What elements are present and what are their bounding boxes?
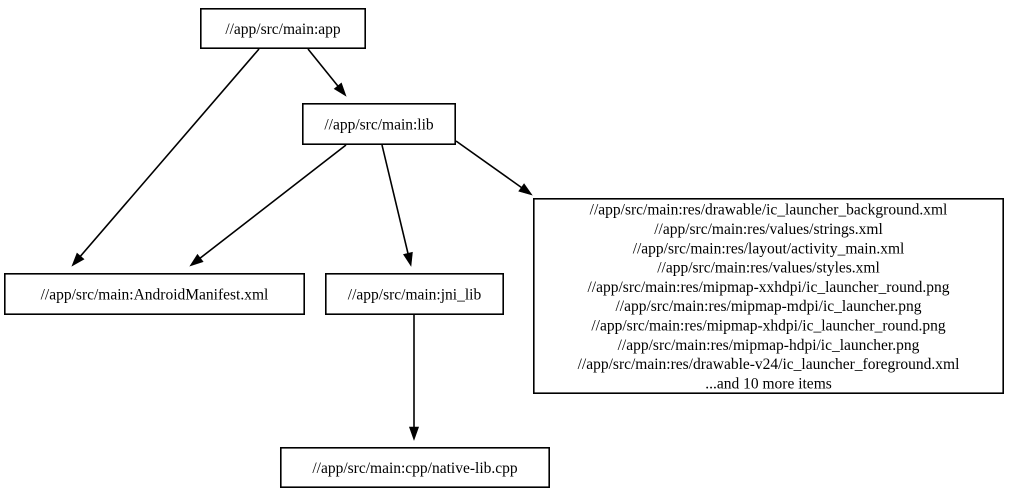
node-lib[interactable]: //app/src/main:lib xyxy=(301,103,456,146)
node-lib-label-line-0: //app/src/main:lib xyxy=(324,117,434,134)
node-app-label-line-0: //app/src/main:app xyxy=(225,21,341,38)
edge-lib-to-res-group-line xyxy=(455,140,524,190)
edge-app-to-android-manifest-arrowhead-icon xyxy=(71,252,85,267)
edge-lib-to-res-group-arrowhead-icon xyxy=(518,183,533,196)
edge-app-to-lib-line xyxy=(307,48,340,88)
node-native-lib-cpp[interactable]: //app/src/main:cpp/native-lib.cpp xyxy=(279,446,550,488)
edge-lib-to-android-manifest xyxy=(189,144,347,267)
node-lib-box[interactable] xyxy=(301,103,456,146)
node-native-lib-cpp-label-line-0: //app/src/main:cpp/native-lib.cpp xyxy=(312,460,518,477)
edge-lib-to-android-manifest-line xyxy=(198,144,347,260)
node-res-group-label-line-8: //app/src/main:res/drawable-v24/ic_launc… xyxy=(578,356,960,373)
edge-jni-lib-to-native-lib-cpp-arrowhead-icon xyxy=(408,426,420,441)
edge-lib-to-jni-lib-arrowhead-icon xyxy=(403,251,413,267)
node-res-group-label-line-2: //app/src/main:res/layout/activity_main.… xyxy=(633,240,905,257)
node-android-manifest[interactable]: //app/src/main:AndroidManifest.xml xyxy=(4,272,305,315)
edge-jni-lib-to-native-lib-cpp xyxy=(408,315,420,441)
node-jni-lib[interactable]: //app/src/main:jni_lib xyxy=(324,272,504,315)
edge-app-to-android-manifest-line xyxy=(78,48,260,259)
node-res-group-label-line-4: //app/src/main:res/mipmap-xxhdpi/ic_laun… xyxy=(587,279,949,296)
node-res-group-label-line-7: //app/src/main:res/mipmap-hdpi/ic_launch… xyxy=(618,337,920,354)
node-res-group-box[interactable] xyxy=(532,198,1004,394)
node-app-box[interactable] xyxy=(200,8,366,50)
edge-app-to-lib-arrowhead-icon xyxy=(333,82,347,97)
node-native-lib-cpp-box[interactable] xyxy=(279,446,550,488)
edge-lib-to-jni-lib xyxy=(381,144,413,267)
node-android-manifest-label-line-0: //app/src/main:AndroidManifest.xml xyxy=(41,287,269,304)
node-app[interactable]: //app/src/main:app xyxy=(200,8,366,50)
node-res-group[interactable]: //app/src/main:res/drawable/ic_launcher_… xyxy=(532,198,1004,394)
node-res-group-label-line-1: //app/src/main:res/values/strings.xml xyxy=(654,221,883,238)
edge-app-to-android-manifest xyxy=(71,48,260,267)
edges-layer xyxy=(71,48,533,441)
edge-app-to-lib xyxy=(307,48,347,97)
node-res-group-label-line-5: //app/src/main:res/mipmap-mdpi/ic_launch… xyxy=(615,298,921,315)
nodes-layer: //app/src/main:app //app/src/main:lib //ap… xyxy=(4,8,1004,488)
edge-lib-to-res-group xyxy=(455,140,533,196)
node-res-group-label-line-3: //app/src/main:res/values/styles.xml xyxy=(657,260,880,277)
edge-lib-to-android-manifest-arrowhead-icon xyxy=(189,253,204,267)
node-jni-lib-box[interactable] xyxy=(324,272,504,315)
edge-lib-to-jni-lib-line xyxy=(381,144,410,256)
node-res-group-label-line-9: ...and 10 more items xyxy=(705,375,832,392)
node-jni-lib-label-line-0: //app/src/main:jni_lib xyxy=(348,287,482,304)
node-android-manifest-box[interactable] xyxy=(4,272,305,315)
node-res-group-label-line-0: //app/src/main:res/drawable/ic_launcher_… xyxy=(590,202,948,219)
node-res-group-label-line-6: //app/src/main:res/mipmap-xhdpi/ic_launc… xyxy=(591,318,946,335)
